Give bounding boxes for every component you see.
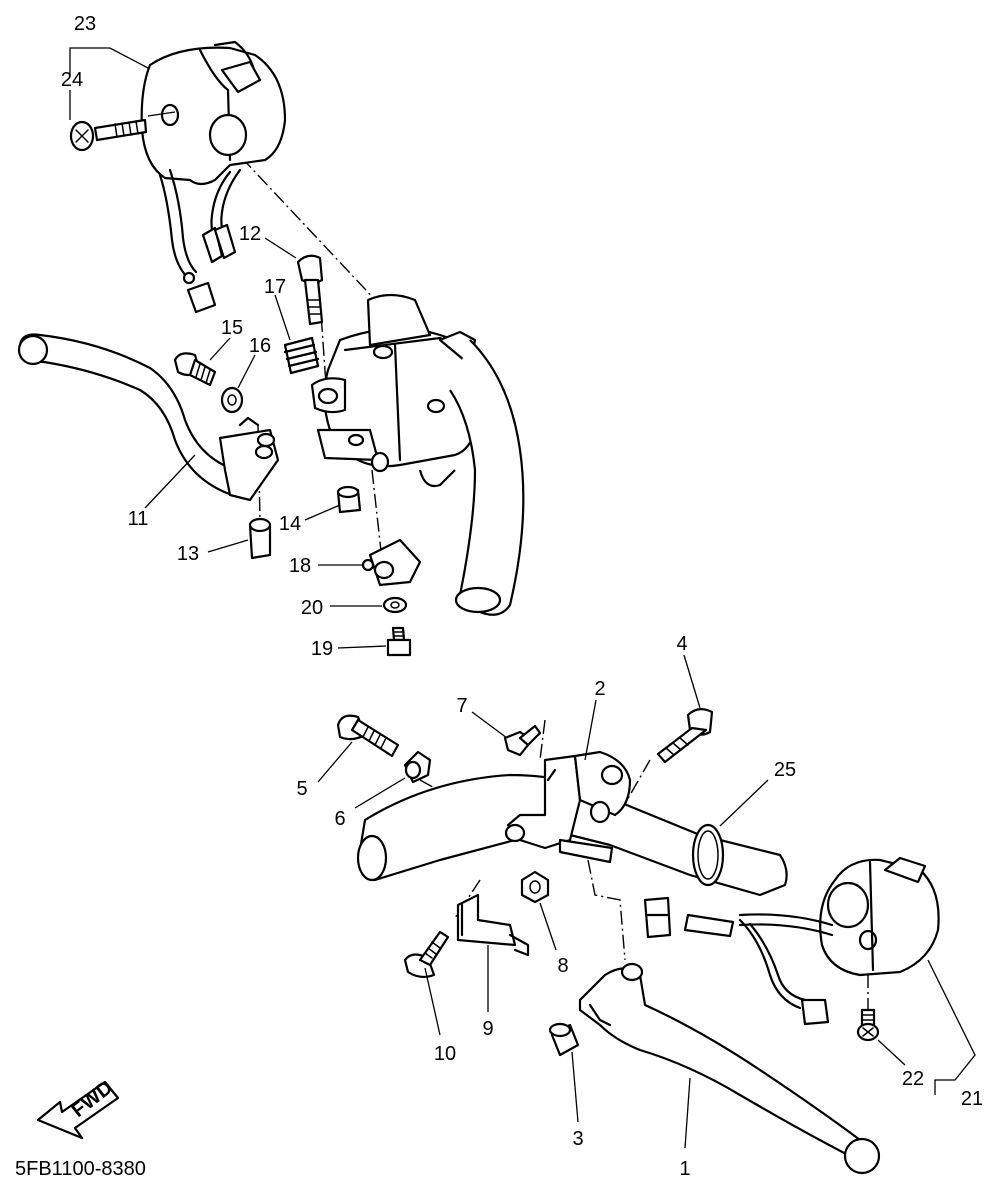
callout-6: 6 — [334, 808, 345, 830]
screw-22 — [856, 1008, 880, 1042]
bolt-12 — [296, 254, 324, 326]
callout-15: 15 — [221, 317, 243, 339]
nut-14 — [336, 485, 362, 514]
leader-8 — [539, 902, 557, 951]
leader-15 — [209, 337, 231, 361]
callout-14: 14 — [279, 513, 301, 535]
screw-7 — [503, 724, 542, 757]
leader-14 — [304, 504, 341, 521]
forward-direction-arrow: FWD — [36, 1077, 120, 1140]
callout-16: 16 — [249, 335, 271, 357]
leader-22 — [877, 1039, 906, 1066]
pivot-bolt-15 — [173, 352, 217, 387]
callout-21: 21 — [961, 1088, 983, 1110]
brake-switch-18 — [361, 538, 422, 587]
leader-1 — [684, 1077, 691, 1149]
spring-17 — [283, 336, 320, 375]
leader-4 — [683, 654, 701, 709]
leader-10 — [424, 967, 441, 1036]
leader-11 — [144, 454, 196, 509]
collar-3 — [548, 1022, 580, 1057]
nut-8 — [520, 870, 550, 904]
bracket-23-24 — [69, 47, 149, 75]
callout-18: 18 — [289, 555, 311, 577]
leader-13 — [207, 539, 249, 553]
callout-17: 17 — [264, 276, 286, 298]
callout-2: 2 — [594, 678, 605, 700]
handlebar-tube — [356, 773, 788, 897]
callout-23: 23 — [74, 13, 96, 35]
screw-19 — [386, 626, 412, 657]
leader-17 — [274, 294, 291, 341]
screw-24 — [69, 118, 148, 152]
washer-20 — [382, 596, 408, 614]
leader-3 — [571, 1051, 579, 1123]
callout-1: 1 — [679, 1158, 690, 1180]
clutch-lever-11 — [17, 333, 280, 502]
clutch-bracket-2 — [504, 750, 632, 864]
leader-25 — [719, 779, 769, 827]
callout-13: 13 — [177, 543, 199, 565]
left-handlebar-switch-23 — [140, 40, 287, 314]
callout-12: 12 — [239, 223, 261, 245]
callout-numbers: 1 2 3 4 5 6 7 8 9 10 11 12 13 14 15 16 1… — [61, 13, 983, 1180]
right-handlebar-switch-21 — [643, 856, 940, 1026]
callout-19: 19 — [311, 638, 333, 660]
leader-16 — [237, 354, 256, 389]
collar-13 — [248, 517, 272, 560]
callout-11: 11 — [128, 508, 149, 530]
callout-22: 22 — [902, 1068, 924, 1090]
screw-10 — [403, 930, 450, 979]
leader-19 — [337, 645, 387, 649]
clutch-switch-9 — [456, 893, 530, 957]
callout-9: 9 — [482, 1018, 493, 1040]
brake-lever-1 — [578, 962, 881, 1175]
callout-3: 3 — [572, 1128, 583, 1150]
collar-16 — [220, 386, 244, 414]
callout-24: 24 — [61, 69, 83, 91]
leader-24 — [147, 111, 176, 117]
callout-4: 4 — [676, 633, 687, 655]
callout-10: 10 — [434, 1043, 456, 1065]
callout-5: 5 — [296, 778, 307, 800]
callout-25: 25 — [774, 759, 796, 781]
callout-20: 20 — [301, 597, 323, 619]
nut-6 — [403, 750, 432, 784]
brake-master-cylinder — [310, 293, 525, 616]
bracket-21-22 — [927, 959, 976, 1095]
drawing-code: 5FB1100-8380 — [15, 1158, 146, 1180]
clamp-bolt-5 — [336, 714, 400, 758]
callout-7: 7 — [456, 695, 467, 717]
leader-12 — [264, 237, 297, 259]
bolt-4 — [656, 708, 714, 764]
leader-2 — [584, 699, 597, 761]
leader-7 — [471, 711, 508, 739]
leader-5 — [317, 741, 353, 783]
leader-6 — [354, 777, 406, 809]
callout-8: 8 — [557, 955, 568, 977]
